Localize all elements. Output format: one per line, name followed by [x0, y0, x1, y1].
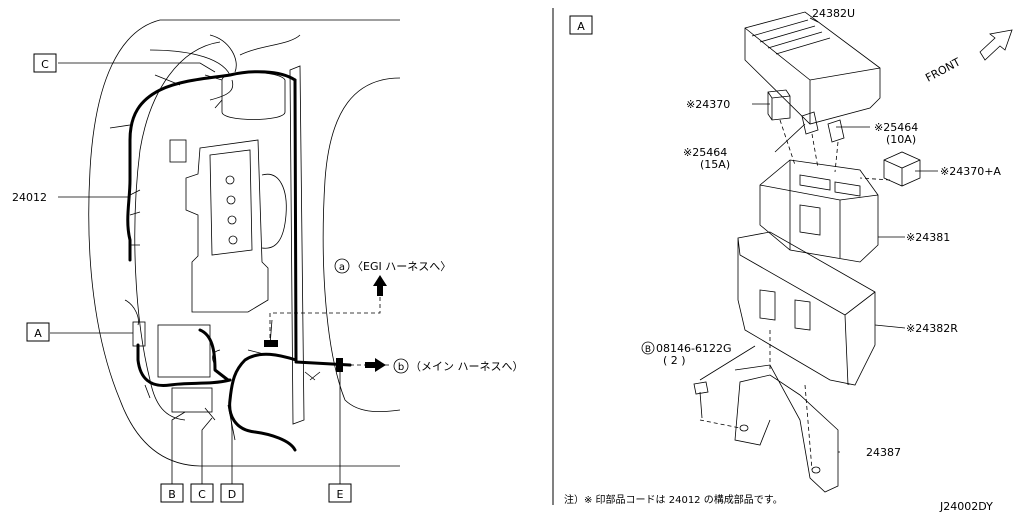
engine-room-view: C A B C D E 24012 a 〈EGI ハーネスへ〉 b （メイン ハ… — [12, 19, 524, 503]
callout-c-top-box — [33, 53, 57, 73]
plug-4 — [228, 235, 238, 245]
part-24387: 24387 — [866, 446, 901, 459]
harness-main — [126, 70, 297, 262]
fuse-block-slots — [799, 174, 861, 236]
callout-e: E — [337, 488, 344, 501]
lower-case-tabs — [759, 289, 811, 331]
footnote: 注）※ 印部品コードは 24012 の構成部品です。 — [564, 493, 783, 506]
harness-lower — [228, 352, 298, 452]
main-marker-circle — [393, 358, 409, 374]
fuse-box-exploded-view: A FRONT 24382U ※24370 ※25464 (15A) ※ — [564, 7, 1013, 513]
relay-24370 — [767, 89, 791, 121]
callout-a: A — [34, 327, 42, 340]
lower-case-24382R — [737, 231, 876, 386]
callout-b-box — [160, 483, 184, 503]
part-24370: ※24370 — [686, 98, 730, 111]
fuse-block-24381 — [759, 159, 879, 263]
callout-e-box — [328, 483, 352, 503]
fuse-block — [171, 387, 213, 413]
assembly-lines — [699, 119, 891, 471]
plug-3 — [227, 215, 237, 225]
callout-d: D — [228, 488, 236, 501]
bracket-holes — [739, 424, 821, 474]
callout-c-top: C — [41, 58, 49, 71]
relay-24370a — [883, 151, 921, 187]
callout-c-bottom-box — [190, 483, 214, 503]
callout-d-box — [220, 483, 244, 503]
upper-cover — [744, 11, 881, 125]
fender-outline — [322, 77, 401, 413]
part-24382R: ※24382R — [906, 322, 958, 335]
part-24370a: ※24370+A — [940, 165, 1001, 178]
engine-head — [209, 149, 253, 256]
part-25464-10a: ※25464 — [874, 121, 918, 134]
fuse-15a — [801, 111, 819, 135]
upper-cover-ribs — [751, 19, 831, 55]
connector-A — [132, 321, 146, 347]
fuse-10a — [827, 119, 845, 143]
engine-block — [185, 139, 269, 313]
egi-arrow — [373, 275, 387, 296]
drawing-number: J24002DY — [939, 500, 993, 512]
front-arrow — [979, 29, 1013, 61]
relay-small — [169, 139, 187, 163]
part-bolt-number: 08146-6122G — [656, 342, 731, 355]
egi-harness-label: 〈EGI ハーネスへ〉 — [352, 260, 451, 273]
part-bolt-qty: ( 2 ) — [663, 354, 686, 367]
part-25464-15a-amp: (15A) — [700, 158, 730, 171]
part-25464-15a: ※25464 — [683, 146, 727, 159]
right-leaders — [699, 17, 938, 453]
main-marker: b — [398, 362, 404, 373]
branch-wires — [109, 34, 321, 441]
leaders — [50, 62, 341, 485]
callout-b: B — [168, 488, 176, 501]
inner-outline — [134, 41, 221, 421]
cowl-bar — [289, 65, 305, 425]
main-arrow — [365, 358, 386, 372]
callout-c-bottom: C — [198, 488, 206, 501]
part-24381: ※24381 — [906, 231, 950, 244]
section-label-box — [569, 15, 593, 35]
harness-battery — [198, 328, 230, 382]
grommet-1 — [264, 340, 278, 347]
egi-marker-circle — [334, 258, 350, 274]
harness-right — [293, 78, 298, 362]
egi-dashed-route — [269, 295, 381, 345]
bracket-24387 — [734, 364, 839, 493]
bolt-marker-circle — [641, 341, 655, 355]
section-label: A — [577, 20, 585, 33]
plug-1 — [225, 175, 235, 185]
plug-2 — [226, 195, 236, 205]
part-24382U: 24382U — [812, 7, 855, 20]
main-harness-label: （メイン ハーネスへ） — [410, 360, 524, 373]
body-outline — [88, 19, 400, 467]
bolt — [693, 381, 709, 419]
callout-a-box — [26, 322, 50, 342]
part-25464-10a-amp: (10A) — [886, 133, 916, 146]
engine-side — [261, 173, 287, 249]
grommet-2 — [336, 358, 343, 372]
bolt-marker: B — [645, 345, 651, 355]
part-number-24012: 24012 — [12, 191, 47, 204]
egi-marker: a — [339, 262, 345, 273]
front-label: FRONT — [923, 55, 963, 84]
harness-lower-left — [136, 343, 232, 388]
battery — [157, 324, 211, 378]
reservoir — [221, 72, 286, 120]
